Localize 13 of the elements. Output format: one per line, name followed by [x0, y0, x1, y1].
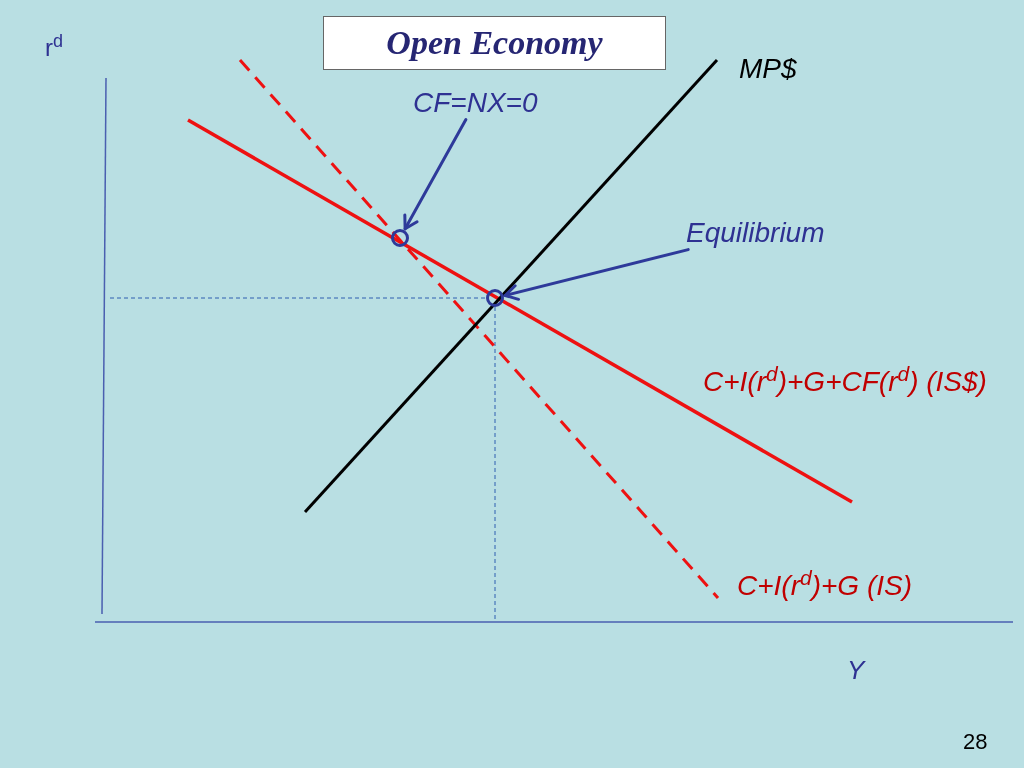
title-banner: Open Economy — [323, 16, 666, 70]
axis-label: r$^{d}$ — [45, 34, 63, 63]
leader-arrow — [403, 118, 468, 231]
callout-label: Equilibrium — [686, 216, 825, 250]
curve-label: C+I(r$^{d}$)+G+CF(r$^{d}$) (IS$) — [703, 365, 987, 399]
leader-arrow — [503, 248, 690, 301]
curve-label: MP$ — [739, 52, 797, 86]
axis-label: Y — [847, 655, 865, 687]
page-number: 28 — [963, 729, 988, 756]
point-marker — [391, 229, 409, 247]
callout-label: CF=NX=0 — [413, 86, 538, 120]
point-marker — [486, 289, 504, 307]
curve-label: C+I(r$^{d}$)+G (IS) — [737, 569, 913, 603]
